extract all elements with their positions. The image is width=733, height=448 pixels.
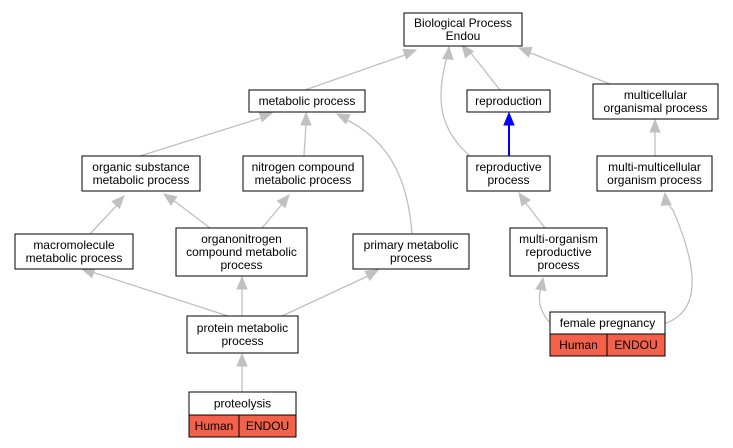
edge-reprop-repro — [503, 111, 515, 156]
annotation-label: Human — [195, 419, 234, 433]
node-label: process — [390, 251, 432, 265]
edge-morg-reprop — [518, 191, 546, 229]
node-label: primary metabolic — [364, 238, 459, 252]
annotation-tag: ENDOU — [606, 333, 666, 357]
annotation-label: Human — [559, 338, 598, 352]
edge-prot-prim — [281, 269, 380, 317]
edge-fem-morg — [535, 276, 552, 325]
node-label: multi-organism — [519, 232, 598, 246]
annotation-tag: Human — [549, 333, 608, 357]
node-label: nitrogen compound — [252, 160, 355, 174]
node-label: Biological Process — [414, 16, 512, 30]
node-label: process — [221, 334, 263, 348]
annotation-tag: Human — [188, 414, 240, 438]
edge-fem-mmorg — [660, 191, 693, 325]
node-label: reproductive — [525, 245, 591, 259]
node-label: compound metabolic — [186, 245, 297, 259]
node-label: organonitrogen — [201, 232, 282, 246]
edges-layer — [80, 43, 693, 392]
annotation-tag: ENDOU — [238, 414, 297, 438]
node-label: reproductive — [475, 160, 541, 174]
node-label: metabolic process — [259, 94, 356, 108]
edge-repro-bp — [461, 43, 501, 91]
edge-orgsub-metab — [139, 111, 274, 157]
node-label: metabolic process — [93, 173, 190, 187]
node-metab[interactable]: metabolic process — [248, 89, 366, 113]
node-repro[interactable]: reproduction — [466, 89, 551, 113]
node-label: metabolic process — [255, 173, 352, 187]
node-label: reproduction — [475, 94, 542, 108]
node-label: process — [487, 173, 529, 187]
edge-prot-orgnit — [236, 275, 248, 316]
edge-multi-bp — [517, 46, 611, 85]
edge-proteo-prot — [236, 352, 248, 392]
node-label: process — [537, 258, 579, 272]
node-label: organic substance — [92, 160, 190, 174]
annotation-label: ENDOU — [246, 419, 289, 433]
edge-reprop-bp — [440, 45, 471, 157]
node-label: process — [220, 258, 262, 272]
edge-nitro-metab — [300, 111, 312, 157]
node-label: female pregnancy — [560, 316, 655, 330]
node-label: macromolecule — [33, 238, 115, 252]
node-label: Endou — [446, 29, 481, 43]
edge-mmorg-multi — [649, 118, 661, 156]
edge-orgnit-orgsub — [162, 193, 211, 229]
node-label: metabolic process — [26, 251, 123, 265]
edge-metab-bp — [304, 48, 418, 91]
edge-orgnit-nitro — [261, 194, 290, 229]
node-label: multicellular — [624, 88, 687, 102]
node-label: organismal process — [603, 101, 707, 115]
node-label: organism process — [607, 173, 702, 187]
annotation-label: ENDOU — [614, 338, 657, 352]
edge-prim-metab — [335, 113, 413, 235]
edge-macro-orgsub — [89, 195, 125, 235]
node-label: protein metabolic — [197, 321, 288, 335]
node-label: proteolysis — [214, 397, 271, 411]
node-label: multi-multicellular — [608, 160, 701, 174]
